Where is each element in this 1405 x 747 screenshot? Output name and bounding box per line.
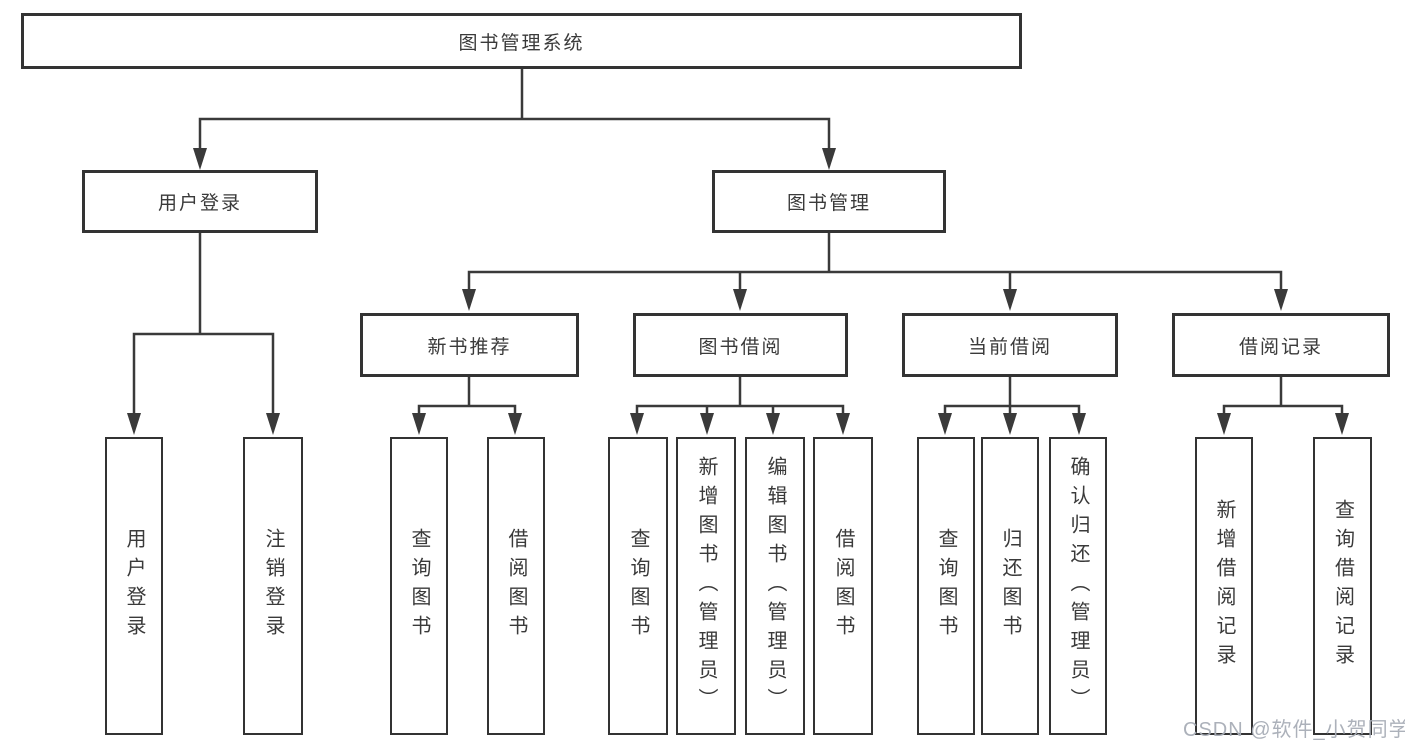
leaf-add-books-admin: 新增图书（管理员） — [676, 437, 736, 735]
leaf-confirm-return-admin: 确认归还（管理员） — [1049, 437, 1107, 735]
node-borrowing-records: 借阅记录 — [1172, 313, 1390, 377]
leaf-label: 借阅图书 — [832, 528, 854, 644]
csdn-watermark: CSDN @软件_小贺同学 — [1183, 719, 1405, 741]
arrowhead-down — [1217, 413, 1231, 435]
leaf-user-login: 用户登录 — [105, 437, 163, 735]
leaf-borrow-books-1: 借阅图书 — [487, 437, 545, 735]
arrowhead-down — [836, 413, 850, 435]
arrowhead-down — [1335, 413, 1349, 435]
connector-userlogin-to-leaves — [132, 233, 275, 414]
arrowhead-down — [630, 413, 644, 435]
leaf-label: 查询借阅记录 — [1331, 499, 1354, 673]
leaf-label: 查询图书 — [935, 528, 957, 644]
arrowhead-down — [1072, 413, 1086, 435]
arrowhead-down — [822, 148, 836, 170]
arrowhead-down — [508, 413, 522, 435]
connector-records-to-leaves — [1222, 377, 1344, 414]
arrowhead-down — [1003, 413, 1017, 435]
leaf-query-borrow-record: 查询借阅记录 — [1313, 437, 1372, 735]
leaf-label: 借阅图书 — [505, 528, 527, 644]
leaf-logout: 注销登录 — [243, 437, 303, 735]
leaf-label: 查询图书 — [408, 528, 430, 644]
leaf-label: 新增借阅记录 — [1213, 499, 1235, 673]
leaf-label: 用户登录 — [123, 528, 145, 644]
leaf-query-books-2: 查询图书 — [608, 437, 668, 735]
node-current-borrowing: 当前借阅 — [902, 313, 1118, 377]
arrowhead-down — [1274, 289, 1288, 311]
arrowhead-down — [1003, 289, 1017, 311]
leaf-query-books-1: 查询图书 — [390, 437, 448, 735]
leaf-label: 查询图书 — [627, 528, 649, 644]
arrowhead-down — [766, 413, 780, 435]
arrowhead-down — [193, 148, 207, 170]
leaf-add-borrow-record: 新增借阅记录 — [1195, 437, 1253, 735]
leaf-label: 归还图书 — [999, 528, 1021, 644]
node-user-login: 用户登录 — [82, 170, 318, 233]
connector-root-to-level2 — [198, 69, 831, 150]
arrowhead-down — [733, 289, 747, 311]
arrowhead-down — [412, 413, 426, 435]
leaf-label: 编辑图书（管理员） — [764, 455, 786, 717]
arrowhead-down — [700, 413, 714, 435]
leaf-return-books: 归还图书 — [981, 437, 1039, 735]
node-library-management-system: 图书管理系统 — [21, 13, 1022, 69]
connector-newbook-to-leaves — [417, 377, 517, 414]
node-book-management: 图书管理 — [712, 170, 946, 233]
leaf-borrow-books-2: 借阅图书 — [813, 437, 873, 735]
leaf-label: 注销登录 — [262, 528, 284, 644]
connector-current-to-leaves — [943, 377, 1081, 414]
arrowhead-down — [266, 413, 280, 435]
connector-bookmgmt-to-level3 — [467, 233, 1283, 290]
leaf-edit-books-admin: 编辑图书（管理员） — [745, 437, 805, 735]
arrowhead-down — [938, 413, 952, 435]
node-new-book-recommendation: 新书推荐 — [360, 313, 579, 377]
arrowhead-down — [462, 289, 476, 311]
leaf-query-books-3: 查询图书 — [917, 437, 975, 735]
arrowhead-down — [127, 413, 141, 435]
node-book-borrowing: 图书借阅 — [633, 313, 848, 377]
connector-borrowing-to-leaves — [635, 377, 845, 414]
leaf-label: 确认归还（管理员） — [1067, 455, 1089, 717]
leaf-label: 新增图书（管理员） — [695, 455, 717, 717]
